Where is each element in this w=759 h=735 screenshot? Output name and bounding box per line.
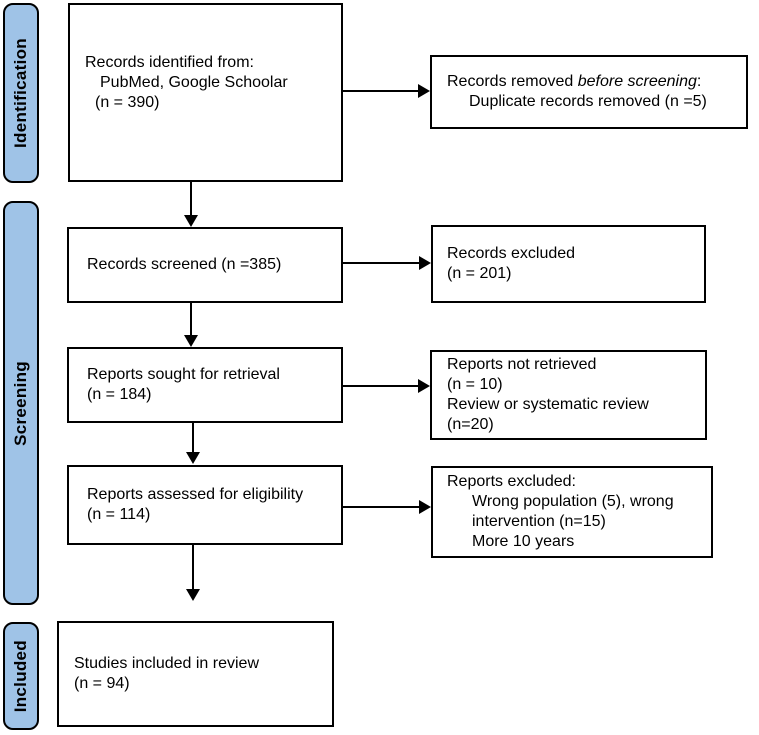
box-text-segment: : [696,73,702,90]
arrow-shaft [343,506,422,508]
arrow-right-icon-screened-to-excluded [343,256,431,270]
box-text-line: Duplicate records removed (n =5) [469,93,707,110]
box-records-removed-before-screening: Records removed before screening: Duplic… [430,55,748,129]
arrow-shaft [192,423,194,455]
arrow-shaft [343,385,421,387]
arrow-head-down-icon [184,335,198,347]
box-reports-excluded: Reports excluded: Wrong population (5), … [431,466,713,558]
box-text-line: Records identified from: [85,53,254,71]
arrow-down-icon-assessed-to-included [186,545,200,601]
arrow-head-right-icon [418,379,430,393]
arrow-down-icon-identified-to-screened [184,182,198,227]
box-text-line: Reports not retrieved [447,356,597,373]
box-text-line: (n=20) [447,416,494,433]
stage-label-identification: Identification [11,38,30,148]
box-reports-assessed: Reports assessed for eligibility (n = 11… [67,465,343,545]
box-text-line: (n = 10) [447,376,503,393]
stage-bar-screening: Screening [3,201,39,605]
box-records-screened: Records screened (n =385) [67,227,343,303]
box-text-line: (n = 184) [87,386,152,403]
arrow-head-down-icon [184,215,198,227]
box-text-line: (n = 390) [95,93,160,111]
arrow-shaft [343,262,422,264]
arrow-down-icon-sought-to-assessed [186,423,200,464]
arrow-shaft [190,303,192,338]
box-text-line: intervention (n=15) [472,513,606,530]
arrow-head-right-icon [419,500,431,514]
arrow-right-icon-identified-to-removed [343,84,430,98]
box-text-line: (n = 114) [87,506,151,523]
box-text-line: Reports excluded: [447,473,576,490]
box-text-line: Reports assessed for eligibility [87,486,304,503]
box-records-identified: Records identified from: PubMed, Google … [68,3,343,182]
box-text-line: Records removed before screening: [447,72,746,92]
box-text-line: Records excluded [447,245,576,262]
arrow-head-right-icon [418,84,430,98]
box-studies-included: Studies included in review (n = 94) [57,621,334,727]
box-text-line: (n = 201) [447,265,512,282]
arrow-down-icon-screened-to-sought [184,303,198,347]
arrow-shaft [192,545,194,592]
box-reports-sought: Reports sought for retrieval (n = 184) [67,347,343,423]
arrow-head-down-icon [186,452,200,464]
arrow-shaft [343,90,421,92]
stage-bar-identification: Identification [3,3,39,183]
box-text-italic-segment: before screening [577,73,697,90]
arrow-head-right-icon [419,256,431,270]
box-text-line: PubMed, Google Schoolar [100,73,288,91]
box-text-line: (n = 94) [74,675,130,692]
box-text-line: Studies included in review [74,655,259,672]
box-text-line: More 10 years [472,533,575,550]
box-text-line: Wrong population (5), wrong [472,493,674,510]
stage-label-screening: Screening [11,360,30,446]
arrow-right-icon-sought-to-not-retrieved [343,379,430,393]
stage-label-included: Included [11,639,30,713]
box-text-segment: Records removed [447,73,578,90]
box-text-line: Reports sought for retrieval [87,366,280,383]
arrow-head-down-icon [186,589,200,601]
arrow-right-icon-assessed-to-reports-excluded [343,500,431,514]
box-text-line: Review or systematic review [447,396,649,413]
box-text-line: Records screened (n =385) [87,256,282,273]
stage-bar-included: Included [3,622,39,730]
box-records-excluded: Records excluded (n = 201) [431,225,706,303]
box-reports-not-retrieved: Reports not retrieved (n = 10) Review or… [430,350,707,440]
arrow-shaft [190,182,192,218]
